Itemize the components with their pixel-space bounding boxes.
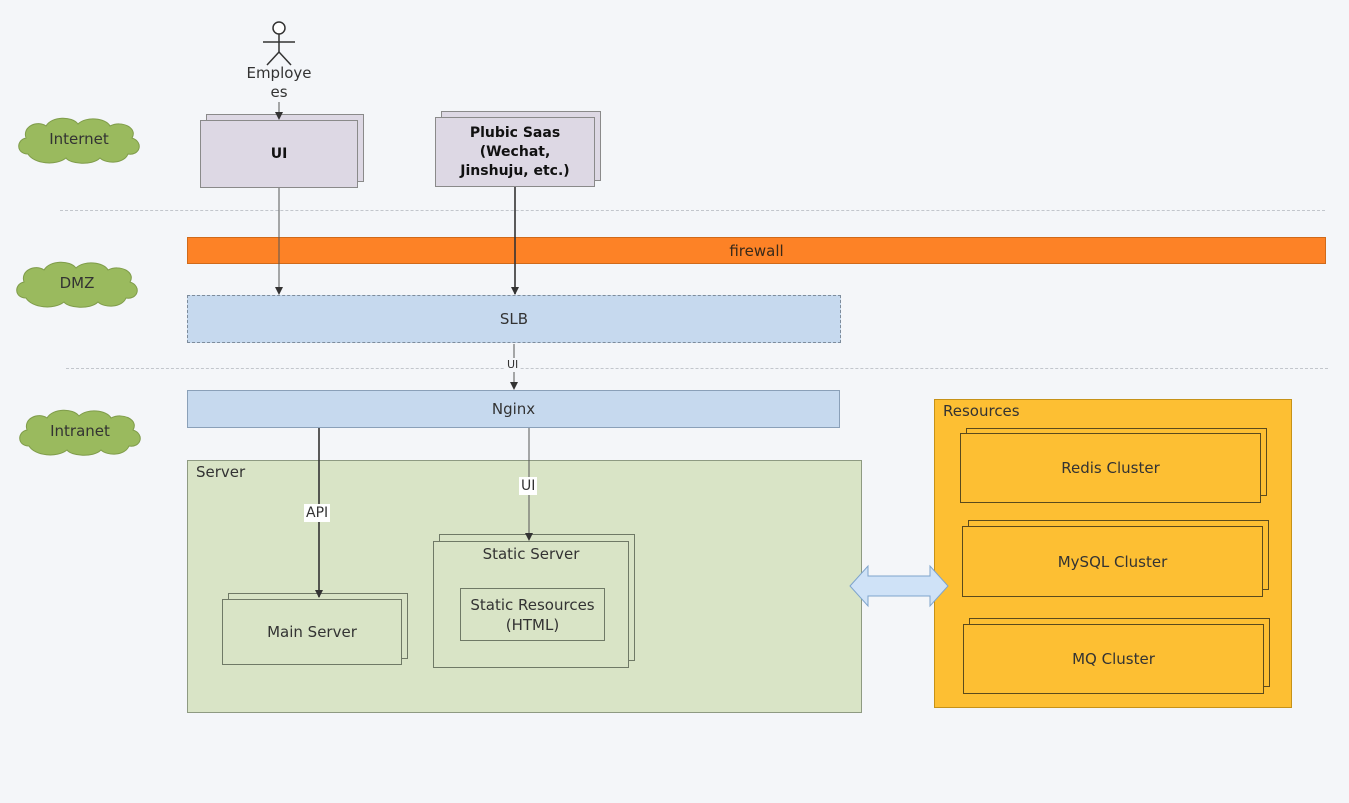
zone-divider-dmz-intranet: [66, 368, 1328, 369]
redis-cluster-node[interactable]: Redis Cluster: [960, 428, 1267, 503]
firewall-bar[interactable]: firewall: [187, 237, 1326, 264]
zone-cloud-dmz: DMZ: [12, 258, 142, 308]
server-group: Server: [187, 460, 862, 713]
zone-label-internet: Internet: [49, 130, 109, 148]
ui-node[interactable]: UI: [200, 114, 364, 188]
cloud-icon: [16, 261, 138, 308]
resources-group-title: Resources: [943, 402, 1020, 420]
zone-divider-internet-dmz: [60, 210, 1325, 211]
static-resources-label: Static Resources (HTML): [470, 595, 595, 634]
nginx-label: Nginx: [491, 400, 536, 418]
cloud-icon: [18, 117, 140, 164]
slb-node[interactable]: SLB: [187, 295, 841, 343]
actor-label-employees: Employees: [246, 64, 312, 101]
redis-cluster-label: Redis Cluster: [1061, 459, 1160, 477]
zone-cloud-intranet: Intranet: [15, 406, 145, 456]
edge-label-ui: UI: [519, 477, 538, 495]
firewall-label: firewall: [729, 241, 784, 260]
edge-label-api: API: [304, 504, 331, 522]
main-server-node[interactable]: Main Server: [222, 593, 408, 665]
static-resources-node[interactable]: Static Resources (HTML): [460, 588, 605, 641]
zone-label-dmz: DMZ: [59, 274, 95, 292]
edge-label-slb-nginx: UI: [505, 358, 521, 372]
zone-label-intranet: Intranet: [50, 422, 110, 440]
bidirectional-arrow: [849, 564, 949, 608]
mq-cluster-node[interactable]: MQ Cluster: [963, 618, 1270, 694]
nginx-node[interactable]: Nginx: [187, 390, 840, 428]
zone-cloud-internet: Internet: [14, 114, 144, 164]
server-group-title: Server: [196, 463, 246, 481]
public-saas-node-label: Plubic Saas (Wechat, Jinshuju, etc.): [460, 124, 570, 179]
slb-label: SLB: [499, 310, 529, 328]
static-server-label: Static Server: [482, 545, 580, 563]
mysql-cluster-node[interactable]: MySQL Cluster: [962, 520, 1269, 597]
public-saas-node[interactable]: Plubic Saas (Wechat, Jinshuju, etc.): [435, 111, 601, 187]
ui-node-label: UI: [270, 146, 288, 162]
main-server-label: Main Server: [267, 623, 357, 641]
cloud-icon: [19, 409, 141, 456]
person-icon: [263, 21, 295, 66]
mq-cluster-label: MQ Cluster: [1072, 650, 1155, 668]
mysql-cluster-label: MySQL Cluster: [1057, 552, 1168, 571]
